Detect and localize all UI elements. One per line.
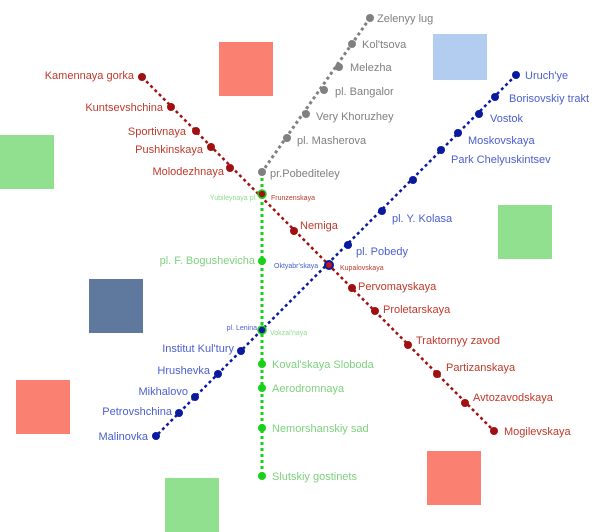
station-label: Slutskiy gostinets xyxy=(272,471,357,483)
station-label-small: Vokzal'naya xyxy=(270,330,307,337)
station-label: Koval'skaya Sloboda xyxy=(272,359,375,371)
station-label: Avtozavodskaya xyxy=(473,392,554,404)
station-dot[interactable] xyxy=(152,432,160,440)
station-label: Mogilevskaya xyxy=(504,426,572,438)
station-dot[interactable] xyxy=(437,146,445,154)
interchange-kupalovskaya-inner[interactable] xyxy=(326,262,332,268)
station-dot[interactable] xyxy=(290,227,298,235)
station-dot[interactable] xyxy=(237,347,245,355)
station-label: pl. Bangalor xyxy=(335,86,394,98)
station-dot[interactable] xyxy=(214,370,222,378)
station-label: Kamennaya gorka xyxy=(45,70,135,82)
station-label: Mikhalovo xyxy=(138,386,188,398)
station-label: Borisovskiy trakt xyxy=(509,93,589,105)
station-label: Malinovka xyxy=(98,431,148,443)
station-label: Nemiga xyxy=(300,220,339,232)
station-label: Melezha xyxy=(350,62,392,74)
station-label: Very Khoruzhey xyxy=(316,111,394,123)
station-dot[interactable] xyxy=(335,63,343,71)
decor-square-green-left xyxy=(0,135,54,189)
station-label: Partizanskaya xyxy=(446,362,516,374)
station-label: Zelenyy lug xyxy=(377,13,433,25)
station-dot[interactable] xyxy=(491,93,499,101)
station-label: Kol'tsova xyxy=(362,39,407,51)
interchange-frunzenskaya[interactable] xyxy=(257,189,267,199)
station-dot[interactable] xyxy=(175,409,183,417)
station-dot[interactable] xyxy=(320,86,328,94)
station-label: Vostok xyxy=(490,113,524,125)
station-label: pl. Pobedy xyxy=(356,246,408,258)
station-label: pl. Masherova xyxy=(297,135,367,147)
station-dot[interactable] xyxy=(366,14,374,22)
station-dot[interactable] xyxy=(371,307,379,315)
station-dot[interactable] xyxy=(344,241,352,249)
decor-square-slate xyxy=(89,279,143,333)
station-dot[interactable] xyxy=(167,103,175,111)
station-dot[interactable] xyxy=(475,110,483,118)
station-label: Pervomayskaya xyxy=(358,281,437,293)
station-label: Nemorshanskiy sad xyxy=(272,423,369,435)
interchange-plenina[interactable] xyxy=(257,325,267,335)
station-dot[interactable] xyxy=(348,40,356,48)
station-label: Molodezhnaya xyxy=(152,166,224,178)
station-label: Kuntsevshchina xyxy=(85,102,164,114)
decor-square-salmon-left xyxy=(16,380,70,434)
decor-square-lightblue-top xyxy=(433,34,487,80)
station-dot[interactable] xyxy=(192,127,200,135)
station-dot[interactable] xyxy=(138,73,146,81)
station-dot[interactable] xyxy=(258,168,266,176)
station-label: Sportivnaya xyxy=(128,126,187,138)
decor-square-green-bottom xyxy=(165,478,219,532)
station-dot[interactable] xyxy=(283,134,291,142)
station-label: pl. F. Bogushevicha xyxy=(160,255,256,267)
station-dot[interactable] xyxy=(258,257,266,265)
station-dot[interactable] xyxy=(258,360,266,368)
station-dot[interactable] xyxy=(404,341,412,349)
station-label: Park Chelyuskintsev xyxy=(451,154,551,166)
station-label: Institut Kul'tury xyxy=(162,343,234,355)
decor-square-salmon-bottom xyxy=(427,451,481,505)
station-dot[interactable] xyxy=(258,472,266,480)
station-dot[interactable] xyxy=(490,427,498,435)
station-label: Moskovskaya xyxy=(468,135,536,147)
station-label: Traktornyy zavod xyxy=(416,335,500,347)
station-label-small: Oktyabr'skaya xyxy=(274,263,318,270)
decor-square-green-right xyxy=(498,205,552,259)
station-dot[interactable] xyxy=(191,393,199,401)
station-label: Pushkinskaya xyxy=(135,144,204,156)
station-dot[interactable] xyxy=(378,207,386,215)
station-dot[interactable] xyxy=(226,164,234,172)
station-dot[interactable] xyxy=(461,399,469,407)
station-dot[interactable] xyxy=(409,176,417,184)
station-label: pl. Y. Kolasa xyxy=(392,213,453,225)
station-label: Petrovshchina xyxy=(102,406,173,418)
station-dot[interactable] xyxy=(258,424,266,432)
station-dot[interactable] xyxy=(512,71,520,79)
station-label: Uruch'ye xyxy=(525,70,568,82)
station-label-small: Yubileynaya pl. xyxy=(210,195,257,202)
station-label: Aerodromnaya xyxy=(272,383,345,395)
station-label: Hrushevka xyxy=(157,365,210,377)
station-dot[interactable] xyxy=(302,110,310,118)
decor-square-salmon-top xyxy=(219,42,273,96)
station-label-small: Frunzenskaya xyxy=(271,195,315,202)
station-dot[interactable] xyxy=(433,370,441,378)
station-label-small: Kupalovskaya xyxy=(340,265,384,272)
station-dot[interactable] xyxy=(207,143,215,151)
station-dot[interactable] xyxy=(454,129,462,137)
station-label-small: pl. Lenina xyxy=(227,325,257,332)
station-label: Proletarskaya xyxy=(383,304,451,316)
station-label: pr.Pobediteley xyxy=(270,168,340,180)
station-dot[interactable] xyxy=(258,384,266,392)
station-dot[interactable] xyxy=(348,284,356,292)
